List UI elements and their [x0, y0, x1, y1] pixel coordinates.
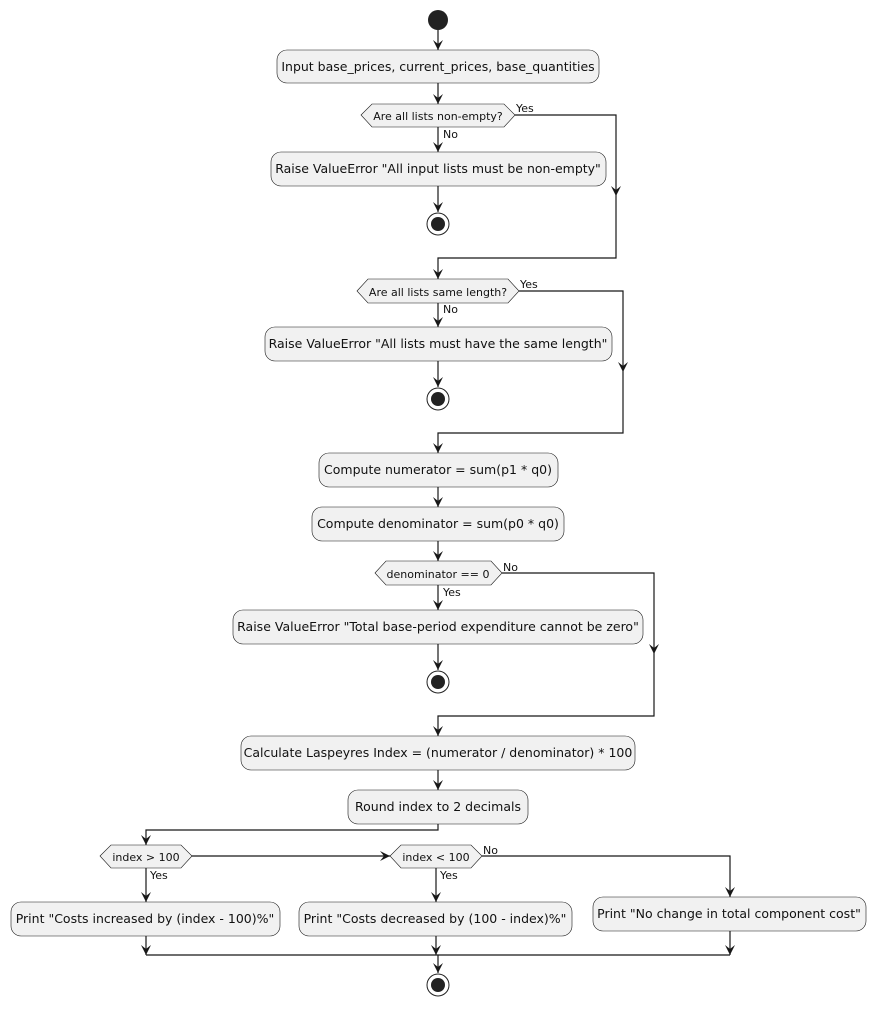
decision-index-lt: index < 100 [389, 844, 483, 869]
arrowhead [433, 600, 443, 610]
label-index-lt-yes: Yes [439, 869, 458, 882]
action-round-index: Round index to 2 decimals [347, 789, 529, 825]
start-node [428, 10, 448, 30]
arrowhead [433, 963, 443, 973]
action-round-index-text: Round index to 2 decimals [355, 799, 521, 814]
arrowhead [433, 317, 443, 327]
label-same-length-no: No [443, 303, 458, 316]
decision-index-lt-text: index < 100 [402, 851, 469, 864]
action-compute-numerator-text: Compute numerator = sum(p1 * q0) [324, 462, 552, 477]
arrowhead [725, 887, 735, 897]
action-print-decreased-text: Print "Costs decreased by (100 - index)%… [304, 911, 567, 926]
decision-index-gt-text: index > 100 [112, 851, 179, 864]
arrowhead [431, 945, 441, 955]
decision-denominator-zero-text: denominator == 0 [387, 568, 490, 581]
stop-node-empty [426, 212, 450, 236]
stop-node-zero [426, 670, 450, 694]
arrowhead [433, 202, 443, 212]
action-compute-denominator: Compute denominator = sum(p0 * q0) [311, 506, 565, 542]
edge-dec5-no [482, 855, 731, 897]
edge-round-dec4 [145, 824, 439, 845]
arrowhead [433, 377, 443, 387]
arrowhead [380, 851, 390, 861]
label-non-empty-yes: Yes [515, 102, 534, 115]
edge-dec1-yes [437, 114, 617, 279]
arrowhead [433, 551, 443, 561]
label-index-lt-no: No [483, 844, 498, 857]
decision-non-empty-text: Are all lists non-empty? [373, 110, 503, 123]
action-print-increased-text: Print "Costs increased by (index - 100)%… [16, 911, 275, 926]
arrowhead [433, 142, 443, 152]
action-raise-zero-text: Raise ValueError "Total base-period expe… [237, 619, 639, 634]
action-raise-empty: Raise ValueError "All input lists must b… [270, 151, 607, 187]
arrowhead [433, 40, 443, 50]
arrowhead [725, 945, 735, 955]
action-calculate-index-text: Calculate Laspeyres Index = (numerator /… [244, 745, 633, 760]
label-denominator-zero-no: No [503, 561, 518, 574]
arrowhead [141, 835, 151, 845]
arrowhead [433, 497, 443, 507]
arrowhead [141, 945, 151, 955]
action-raise-zero: Raise ValueError "Total base-period expe… [232, 609, 644, 645]
action-raise-length: Raise ValueError "All lists must have th… [264, 326, 613, 362]
action-input: Input base_prices, current_prices, base_… [276, 49, 600, 84]
stop-node-end [426, 973, 450, 997]
decision-same-length-text: Are all lists same length? [369, 286, 507, 299]
arrowhead [433, 726, 443, 736]
arrowhead [141, 892, 151, 902]
arrowhead [433, 269, 443, 279]
arrowhead [433, 443, 443, 453]
arrowhead [649, 644, 659, 654]
label-denominator-zero-yes: Yes [442, 586, 461, 599]
arrowhead [433, 780, 443, 790]
edge-dec3-no [437, 572, 655, 736]
action-compute-numerator: Compute numerator = sum(p1 * q0) [318, 452, 559, 488]
arrowhead [431, 892, 441, 902]
action-compute-denominator-text: Compute denominator = sum(p0 * q0) [317, 516, 559, 531]
arrowhead [618, 362, 628, 372]
action-calculate-index: Calculate Laspeyres Index = (numerator /… [240, 735, 636, 771]
action-print-increased: Print "Costs increased by (index - 100)%… [10, 901, 281, 937]
label-non-empty-no: No [443, 128, 458, 141]
arrowhead [611, 186, 621, 196]
action-print-no-change-text: Print "No change in total component cost… [597, 906, 861, 921]
action-print-decreased: Print "Costs decreased by (100 - index)%… [298, 901, 573, 937]
label-same-length-yes: Yes [519, 278, 538, 291]
arrowheads [141, 40, 735, 973]
decision-non-empty: Are all lists non-empty? [360, 103, 516, 128]
action-raise-empty-text: Raise ValueError "All input lists must b… [275, 161, 601, 176]
decision-same-length: Are all lists same length? [356, 278, 520, 304]
stop-node-length [426, 387, 450, 411]
action-input-text: Input base_prices, current_prices, base_… [281, 59, 594, 74]
decision-denominator-zero: denominator == 0 [374, 560, 503, 586]
action-raise-length-text: Raise ValueError "All lists must have th… [269, 336, 608, 351]
edge-dec2-yes [437, 290, 624, 453]
label-index-gt-yes: Yes [149, 869, 168, 882]
arrowhead [433, 94, 443, 104]
branch-labels: Yes No Yes No No Yes Yes Yes No [149, 102, 538, 882]
decision-index-gt: index > 100 [99, 844, 193, 869]
action-print-no-change: Print "No change in total component cost… [592, 896, 867, 932]
arrowhead [433, 660, 443, 670]
